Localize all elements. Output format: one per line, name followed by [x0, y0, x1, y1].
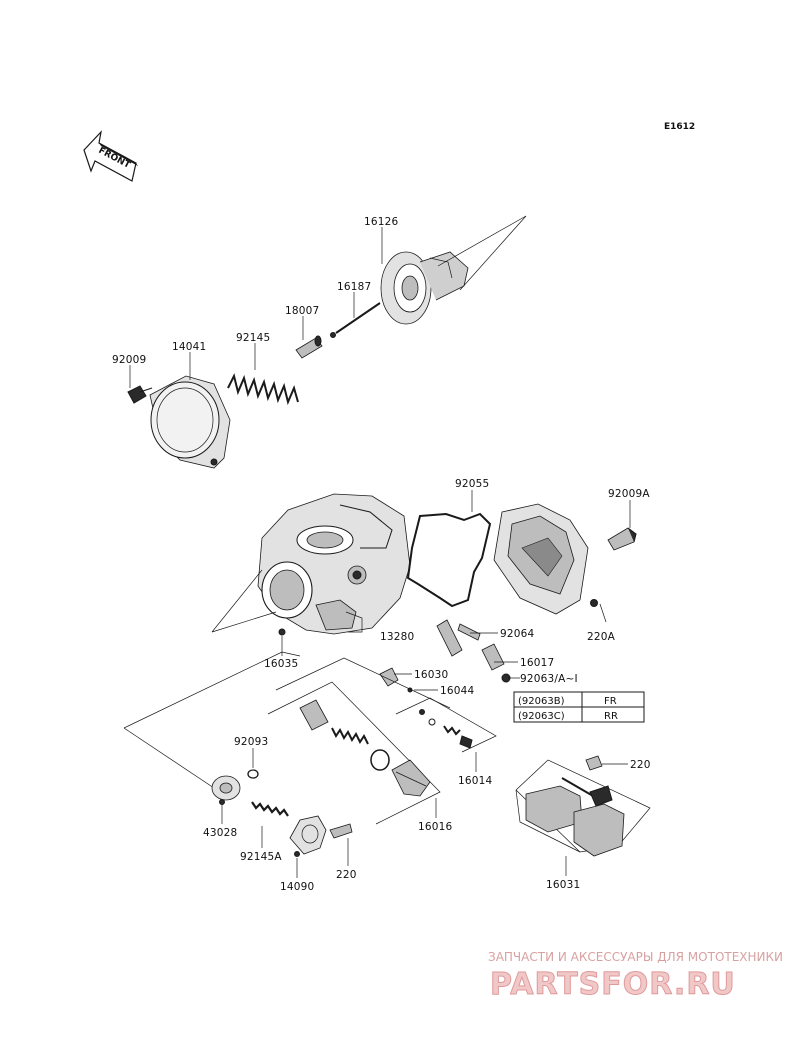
label-16044: 16044 — [440, 685, 475, 697]
watermark-logo: PARTSFOR.RU — [490, 967, 736, 1002]
label-220-lower: 220 — [336, 869, 357, 881]
screw-92009 — [127, 385, 153, 404]
label-92055: 92055 — [455, 478, 489, 490]
top-cover-14041 — [149, 375, 231, 469]
label-92063: 92063/A~I — [520, 673, 578, 685]
label-92145A: 92145A — [240, 851, 282, 863]
label-14090: 14090 — [280, 881, 314, 893]
diaphragm-43028 — [211, 775, 241, 805]
label-16030: 16030 — [414, 669, 448, 681]
leader-lines — [129, 227, 631, 878]
label-220A: 220A — [587, 631, 616, 643]
label-92009: 92009 — [112, 354, 146, 366]
table-row-code: (92063C) — [518, 711, 565, 722]
needle-holder-18007 — [295, 335, 323, 359]
label-43028: 43028 — [203, 827, 237, 839]
spring-92145 — [227, 373, 299, 406]
label-16187: 16187 — [337, 281, 371, 293]
label-18007: 18007 — [285, 305, 319, 317]
carburetor-body — [211, 493, 411, 636]
group-outlines — [123, 651, 651, 853]
table-row-position: RR — [604, 711, 618, 722]
screw-92009A — [607, 527, 637, 551]
front-arrow-icon: FRONT — [83, 130, 138, 182]
label-92009A: 92009A — [608, 488, 650, 500]
label-16017: 16017 — [520, 657, 554, 669]
float-16031 — [525, 777, 625, 857]
label-220-right: 220 — [630, 759, 651, 771]
diagram-code: E1612 — [664, 122, 695, 132]
table-row-position: FR — [604, 696, 617, 707]
label-16031: 16031 — [546, 879, 580, 891]
table-row-code: (92063B) — [518, 696, 565, 707]
jet-needle-16187 — [330, 302, 381, 338]
float-bowl — [493, 503, 598, 615]
label-16014: 16014 — [458, 775, 493, 787]
label-92145: 92145 — [236, 332, 270, 344]
variant-table: (92063B) FR (92063C) RR — [513, 691, 645, 723]
pilot-jet-parts — [379, 667, 413, 693]
o-ring-92093 — [247, 769, 259, 779]
watermark-tagline: ЗАПЧАСТИ И АКСЕССУАРЫ ДЛЯ МОТОТЕХНИКИ — [488, 950, 783, 964]
label-92064: 92064 — [500, 628, 535, 640]
float-bowl-gasket-92055 — [406, 512, 492, 608]
vacuum-piston-16126 — [380, 215, 527, 325]
screw-220-right — [585, 755, 603, 771]
label-92093: 92093 — [234, 736, 268, 748]
spring-92145A — [251, 801, 289, 817]
label-16126: 16126 — [364, 216, 399, 228]
main-jet-parts — [436, 619, 511, 683]
watermark: ЗАПЧАСТИ И АКСЕССУАРЫ ДЛЯ МОТОТЕХНИКИ PA… — [488, 950, 783, 1003]
screw-220-lower — [329, 823, 353, 839]
pilot-screw-16014 — [419, 709, 473, 749]
label-13280: 13280 — [380, 631, 414, 643]
starter-plunger-16016 — [299, 699, 431, 797]
cover-14090 — [289, 815, 327, 857]
label-14041: 14041 — [172, 341, 206, 353]
label-16016: 16016 — [418, 821, 453, 833]
label-16035: 16035 — [264, 658, 298, 670]
